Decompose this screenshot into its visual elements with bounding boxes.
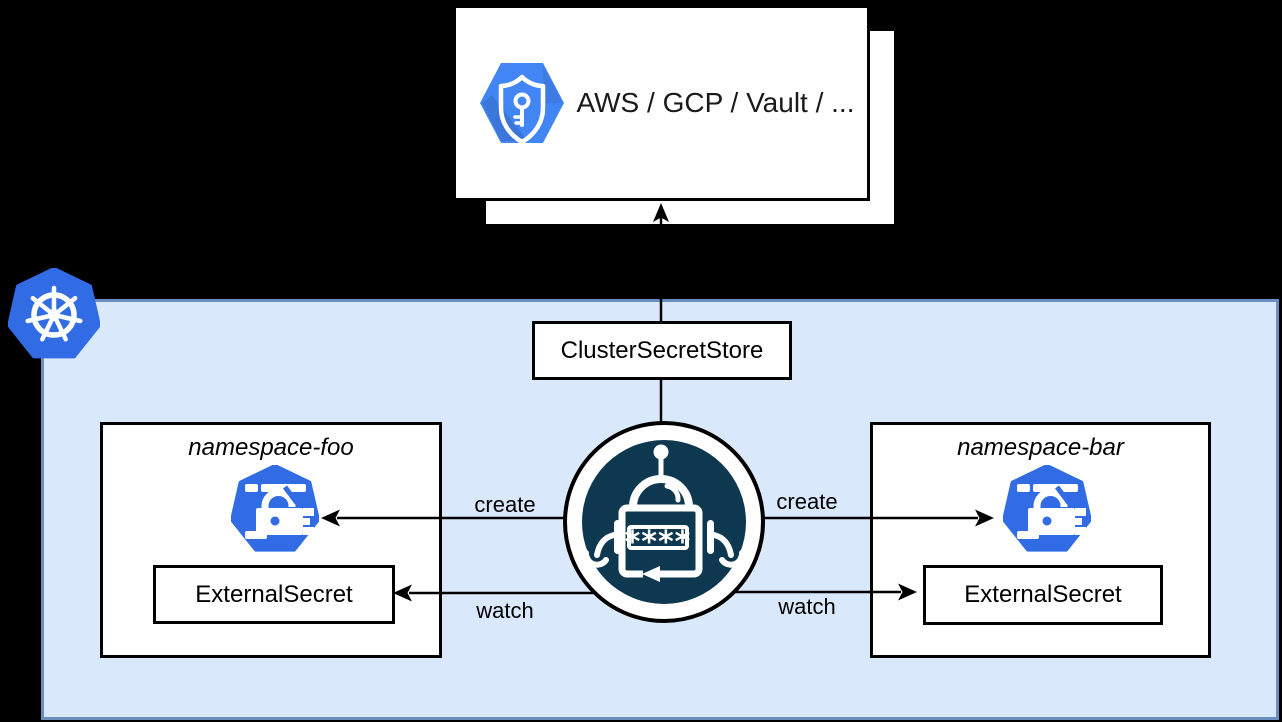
k8s-secret-lock-icon <box>1003 465 1091 552</box>
shield-key-hexagon-icon <box>480 63 564 143</box>
provider-box: AWS / GCP / Vault / ... <box>453 5 870 201</box>
password-asterisks: **** <box>625 525 692 560</box>
external-secret-box-foo: ExternalSecret <box>153 565 395 624</box>
provider-label: AWS / GCP / Vault / ... <box>576 87 855 118</box>
namespace-bar-title: namespace-bar <box>957 434 1124 461</box>
edge-label-create-left: create <box>474 492 536 517</box>
kubernetes-wheel-icon <box>8 268 100 359</box>
edge-label-watch-right: watch <box>778 594 836 619</box>
k8s-secret-lock-icon <box>231 465 319 552</box>
cluster-secret-store-box: ClusterSecretStore <box>532 321 792 380</box>
namespace-foo-box: namespace-foo ExternalSecret <box>100 422 442 658</box>
robot-right-arm <box>707 520 745 568</box>
edge-label-watch-left: watch <box>476 598 534 623</box>
robot-left-arm <box>583 520 621 568</box>
external-secrets-operator-robot-icon: **** <box>563 421 765 623</box>
namespace-foo-title: namespace-foo <box>188 434 354 461</box>
namespace-bar-box: namespace-bar ExternalSecret <box>870 422 1211 658</box>
edge-label-create-right: create <box>776 489 838 514</box>
external-secret-box-bar: ExternalSecret <box>923 565 1163 625</box>
